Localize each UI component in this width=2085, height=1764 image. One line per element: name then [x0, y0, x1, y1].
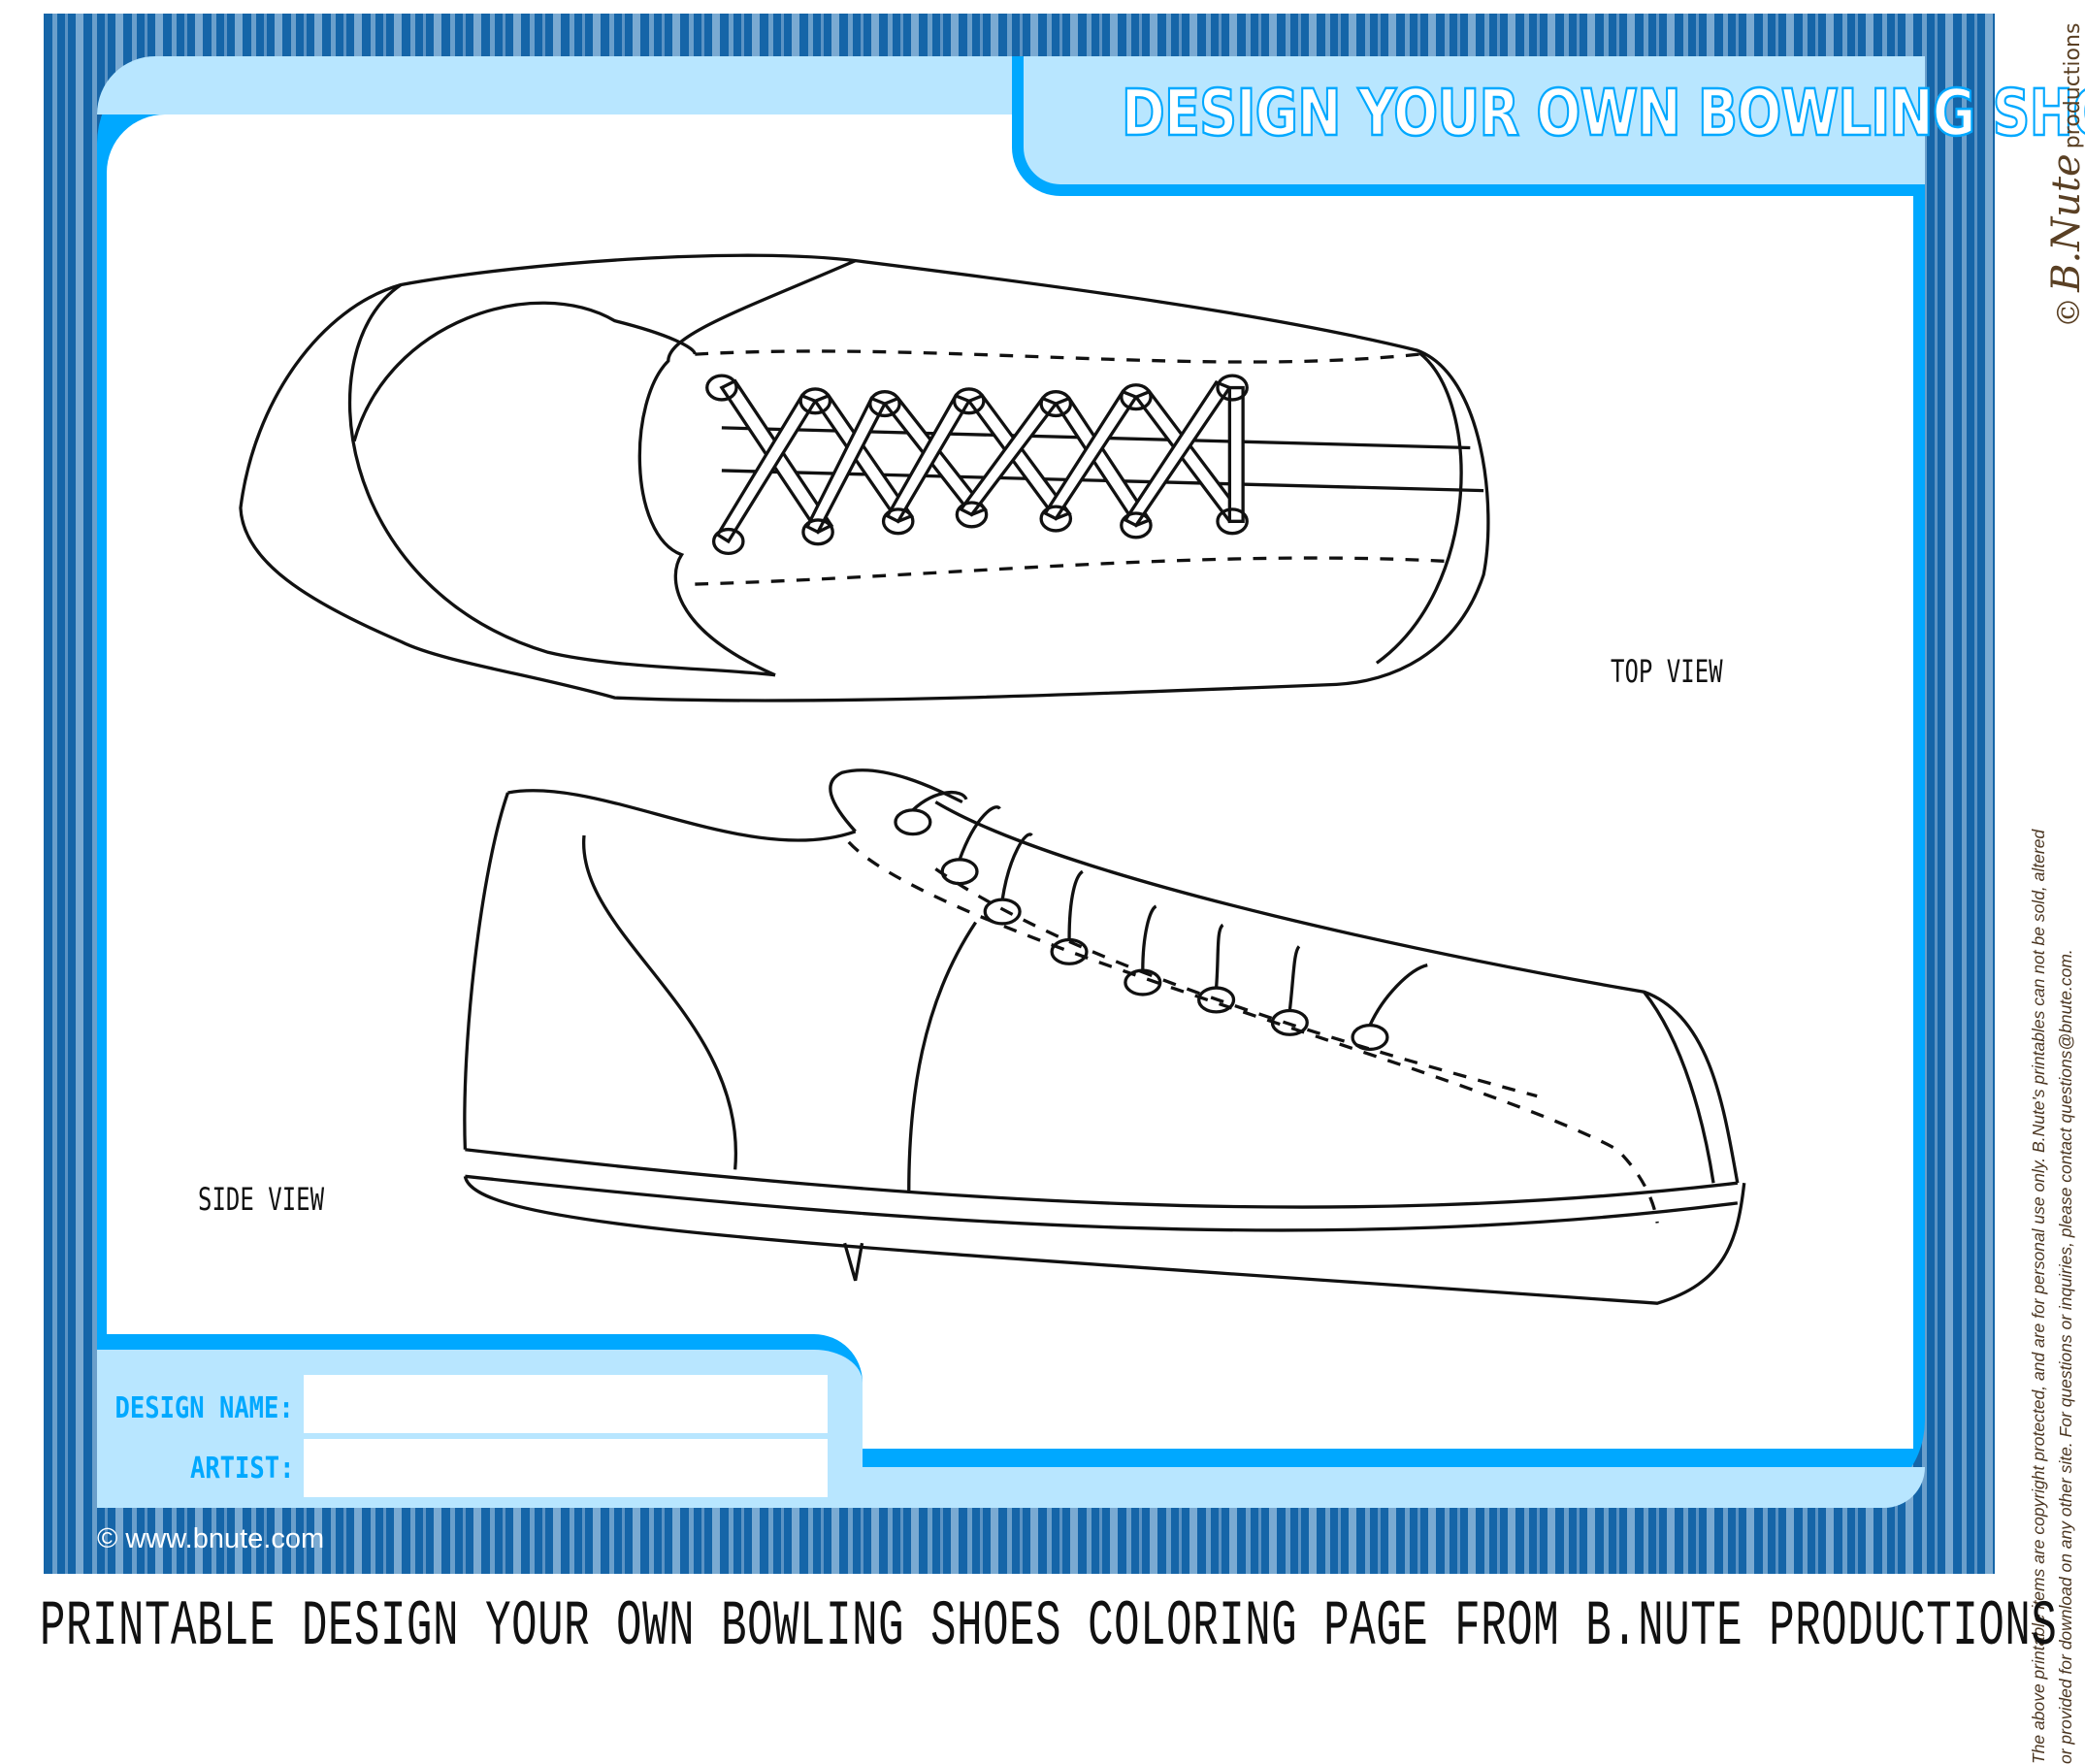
page-caption: PRINTABLE DESIGN YOUR OWN BOWLING SHOES …: [40, 1591, 2058, 1664]
artist-label: ARTIST:: [189, 1452, 294, 1486]
design-name-label: DESIGN NAME:: [114, 1391, 294, 1425]
website-credit: © www.bnute.com: [97, 1523, 325, 1554]
shoe-top-view: [239, 253, 1490, 702]
design-name-field[interactable]: [304, 1375, 828, 1433]
shoe-drawings: [239, 253, 1746, 1305]
bottom-bar: [863, 1467, 1925, 1508]
title-banner: DESIGN YOUR OWN BOWLING SHOES: [1012, 56, 2085, 196]
top-view-label: TOP VIEW: [1611, 653, 1723, 690]
shoe-side-view: [463, 768, 1746, 1305]
artist-field[interactable]: [304, 1439, 828, 1497]
legal-notice: The above printable items are copyright …: [2029, 829, 2075, 1764]
side-copyright: © B.Nute productions The above printable…: [2023, 0, 2085, 1764]
side-view-label: SIDE VIEW: [198, 1181, 325, 1218]
info-form: DESIGN NAME: ARTIST:: [97, 1334, 863, 1508]
drawing-area: [107, 114, 1913, 1449]
